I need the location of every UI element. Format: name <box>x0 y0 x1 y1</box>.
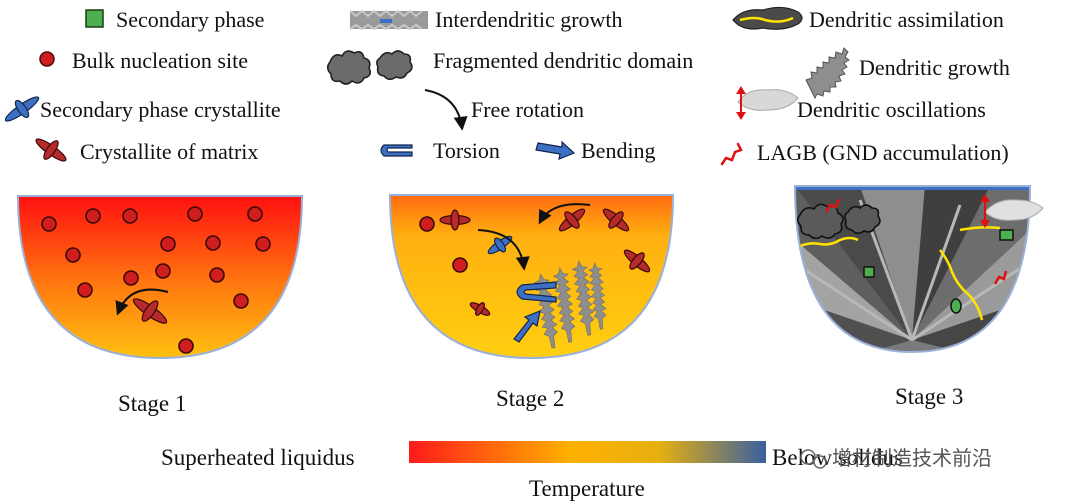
legend-lagb: LAGB (GND accumulation) <box>757 140 1009 165</box>
free-rotation-arrow-icon <box>424 89 468 131</box>
chat-icon <box>800 449 816 465</box>
nucleation-site <box>233 293 249 309</box>
stage-2-panel: Stage 2 <box>388 194 675 411</box>
matrix-crystallite <box>132 298 168 324</box>
matrix-crystallite <box>439 209 471 231</box>
chat-icon <box>813 455 827 469</box>
secondary-phase <box>950 298 962 314</box>
secondary-phase-icon <box>85 9 104 28</box>
temperature-gradient-bar <box>409 441 766 463</box>
legend-crystallite-of-matrix: Crystallite of matrix <box>80 139 258 164</box>
legend-torsion: Torsion <box>433 138 500 163</box>
nucleation-site <box>160 236 176 252</box>
legend: Secondary phase Bulk nucleation site Sec… <box>4 6 1010 166</box>
rotation-arrow <box>477 229 530 271</box>
stage-1-label: Stage 1 <box>118 391 186 416</box>
legend-dendritic-assimilation: Dendritic assimilation <box>809 7 1004 32</box>
nucleation-site <box>41 216 57 232</box>
nucleation-site <box>155 263 171 279</box>
stage-2-label: Stage 2 <box>496 386 564 411</box>
nucleation-site <box>122 208 138 224</box>
legend-secondary-phase-crystallite: Secondary phase crystallite <box>40 97 281 122</box>
bending-arrow-icon <box>535 140 576 160</box>
interdendritic-growth-icon <box>349 9 428 31</box>
stage-1-nucleation-sites <box>41 206 271 354</box>
stage-1-panel: Stage 1 <box>16 195 304 416</box>
dendritic-oscillations-icon <box>736 86 799 120</box>
assimilation-line <box>799 236 859 248</box>
temperature-right-label: Below solidus <box>772 445 903 470</box>
nucleation-site <box>452 257 468 273</box>
oscillating-dendrite <box>984 199 1044 221</box>
temperature-left-label: Superheated liquidus <box>161 445 355 470</box>
legend-dendritic-oscillations: Dendritic oscillations <box>797 97 986 122</box>
temperature-axis-title: Temperature <box>529 476 645 501</box>
stage-3-panel: Stage 3 <box>793 185 1044 409</box>
watermark: 增材制造技术前沿 <box>800 446 992 470</box>
torsion-icon <box>380 144 413 157</box>
legend-secondary-phase: Secondary phase <box>116 7 264 32</box>
lagb-mark <box>993 270 1008 285</box>
secondary-phase-crystallite <box>487 235 513 255</box>
stage-3-label: Stage 3 <box>895 384 963 409</box>
legend-interdendritic-growth: Interdendritic growth <box>435 7 623 32</box>
matrix-crystallite-icon <box>35 138 67 162</box>
nucleation-site-icon <box>39 51 55 67</box>
nucleation-site <box>205 235 221 251</box>
nucleation-site <box>255 236 271 252</box>
secondary-phase <box>863 266 875 278</box>
torsion-loop <box>516 281 557 303</box>
secondary-phase-crystallite-icon <box>4 96 40 122</box>
bending-arrow <box>513 310 541 343</box>
matrix-crystallite <box>623 249 651 273</box>
matrix-crystallite <box>558 208 586 232</box>
oscillation-arrow <box>980 194 990 228</box>
nucleation-site <box>187 206 203 222</box>
legend-fragmented-dendritic-domain: Fragmented dendritic domain <box>433 48 693 73</box>
temperature-scale: Superheated liquidus Below solidus Tempe… <box>161 441 903 501</box>
assimilation-line <box>959 226 1001 232</box>
legend-bending: Bending <box>581 138 656 163</box>
lagb-mark <box>824 198 841 213</box>
legend-bulk-nucleation-site: Bulk nucleation site <box>72 48 248 73</box>
nucleation-site <box>85 208 101 224</box>
nucleation-site <box>65 247 81 263</box>
fragmented-dendritic-domain <box>844 204 881 235</box>
assimilation-line <box>939 249 984 321</box>
rotation-arrow <box>115 288 169 316</box>
matrix-crystallite <box>469 302 491 316</box>
lagb-icon <box>720 142 743 166</box>
dendritic-assimilation-icon <box>732 6 803 30</box>
nucleation-site <box>123 270 139 286</box>
nucleation-site <box>178 338 194 354</box>
fragmented-dendritic-domain <box>796 203 844 240</box>
nucleation-site <box>77 282 93 298</box>
rotation-arrow <box>538 203 591 225</box>
legend-free-rotation: Free rotation <box>471 97 584 122</box>
fragmented-dendritic-domain-icon <box>326 50 413 85</box>
watermark-text: 增材制造技术前沿 <box>832 446 992 470</box>
nucleation-site <box>419 216 435 232</box>
secondary-phase <box>999 229 1014 241</box>
dendritic-growth-icon <box>805 47 850 100</box>
matrix-crystallite <box>602 208 630 232</box>
nucleation-site <box>209 267 225 283</box>
legend-dendritic-growth: Dendritic growth <box>859 55 1010 80</box>
nucleation-site <box>247 206 263 222</box>
